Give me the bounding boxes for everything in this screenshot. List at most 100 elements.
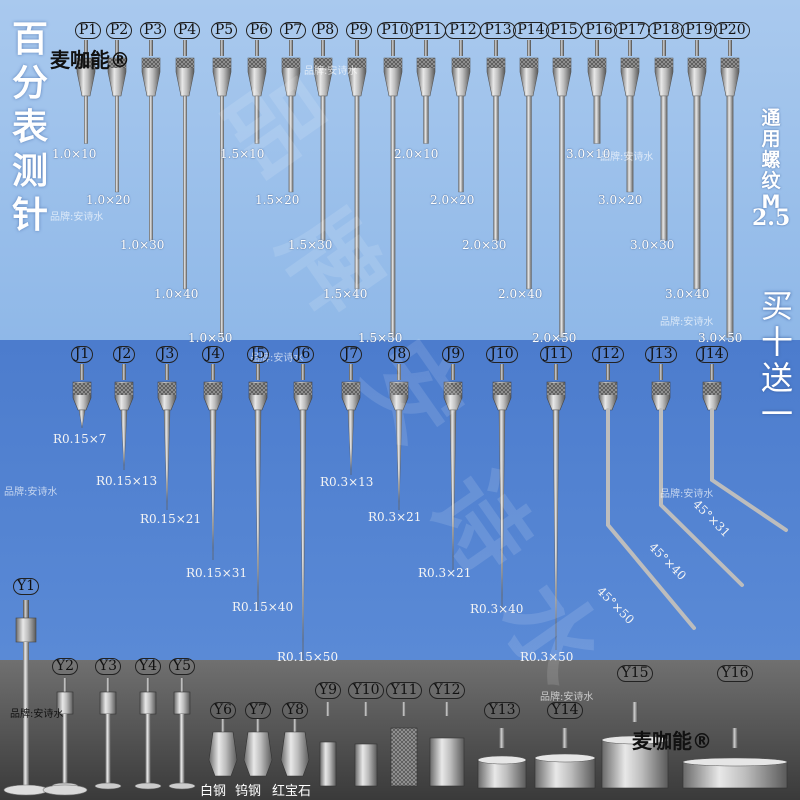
probe-stylus (179, 714, 185, 784)
probe-code-p11: P11 (408, 22, 448, 39)
probe-needle (78, 409, 86, 429)
probe-code-j10-text: J10 (486, 346, 518, 363)
probe-disc (601, 739, 669, 789)
probe-thread (221, 718, 225, 732)
probe-code-p2: P2 (99, 22, 139, 39)
probe-thread (211, 364, 215, 380)
probe-code-j13-text: J13 (645, 346, 677, 363)
probe-thread (146, 678, 150, 692)
probe-code-j9-text: J9 (441, 346, 465, 363)
probe-cylinder (429, 737, 465, 787)
probe-code-p11-text: P11 (410, 22, 446, 39)
probe-stylus (115, 95, 119, 193)
probe-size-label: R0.15×21 (140, 512, 202, 526)
probe-code-y6-text: Y6 (209, 702, 237, 719)
probe-thread (662, 40, 666, 56)
probe-stylus (493, 95, 499, 241)
probe-needle (552, 409, 560, 651)
probe-stylus (320, 95, 326, 241)
probe-disc (3, 784, 49, 796)
brand-mark: 麦咖能® (50, 48, 130, 72)
probe-code-y3-text: Y3 (94, 658, 122, 675)
probe-knurl (621, 58, 639, 68)
probe-cylinder (319, 741, 337, 787)
probe-thread (562, 728, 568, 748)
probe-bullet (208, 731, 238, 777)
probe-thread (606, 364, 610, 380)
probe-needle (449, 409, 457, 571)
probe-knurl (384, 58, 402, 68)
probe-knurl (652, 383, 670, 395)
probe-code-p4-text: P4 (173, 22, 201, 39)
probe-code-y10: Y10 (346, 682, 386, 699)
probe-code-j4: J4 (193, 346, 233, 363)
probe-knurl (520, 58, 538, 68)
probe-needle (163, 409, 171, 511)
probe-code-j8: J8 (379, 346, 419, 363)
probe-size-label: 2.0×10 (394, 147, 439, 161)
probe-knurl (176, 58, 194, 68)
probe-code-y1: Y1 (6, 578, 46, 595)
probe-needle (498, 409, 506, 613)
probe-code-p18: P18 (646, 22, 686, 39)
brand-mark-bottom: 麦咖能® (632, 729, 712, 753)
probe-stylus (145, 714, 151, 784)
probe-code-p9-text: P9 (345, 22, 373, 39)
probe-code-p12-text: P12 (445, 22, 481, 39)
probe-size-label: 2.0×30 (462, 238, 507, 252)
watermark: 品牌:安诗水 (540, 692, 594, 703)
probe-thread (527, 40, 531, 56)
probe-size-label: 3.0×20 (598, 193, 643, 207)
probe-code-y8-text: Y8 (281, 702, 309, 719)
probe-bent-needle (659, 408, 744, 587)
probe-knurl (115, 383, 133, 395)
probe-thread (459, 40, 463, 56)
probe-code-y2-text: Y2 (51, 658, 79, 675)
probe-thread (180, 678, 184, 692)
watermark: 品牌:安诗水 (600, 152, 654, 163)
probe-stylus (183, 95, 187, 290)
probe-code-y14-text: Y14 (547, 702, 583, 719)
probe-knurl (213, 58, 231, 68)
watermark: 品牌:安诗水 (660, 317, 714, 328)
probe-code-p10-text: P10 (377, 22, 413, 39)
probe-knurl (294, 383, 312, 395)
probe-thread (402, 702, 406, 716)
probe-body (139, 691, 157, 715)
probe-code-y2: Y2 (45, 658, 85, 675)
probe-code-j4-text: J4 (201, 346, 225, 363)
probe-code-p13-text: P13 (480, 22, 516, 39)
probe-disc (682, 761, 788, 789)
probe-knurl (588, 58, 606, 68)
watermark: 品牌:安诗水 (50, 212, 104, 223)
probe-size-label: 1.5×50 (358, 331, 403, 345)
probe-size-label: 1.0×20 (86, 193, 131, 207)
probe-size-label: R0.3×50 (520, 650, 574, 664)
probe-thread (23, 600, 29, 630)
probe-needle (254, 409, 262, 611)
probe-knurl (314, 58, 332, 68)
probe-code-j10: J10 (482, 346, 522, 363)
probe-thread (554, 364, 558, 380)
probe-code-p17: P17 (612, 22, 652, 39)
material-label: 钨钢 (235, 784, 262, 799)
probe-code-p20: P20 (712, 22, 752, 39)
probe-code-j5: J5 (238, 346, 278, 363)
probe-stylus (220, 95, 224, 338)
probe-knurl (688, 58, 706, 68)
probe-thread (659, 364, 663, 380)
probe-disc (94, 782, 122, 790)
probe-thread (732, 728, 738, 748)
probe-disc (477, 759, 527, 789)
probe-code-y9-text: Y9 (314, 682, 342, 699)
probe-thread (321, 40, 325, 56)
probe-size-label: 3.0×10 (566, 147, 611, 161)
probe-thread (63, 678, 67, 692)
probe-disc-top (534, 753, 596, 763)
probe-knurl (599, 383, 617, 395)
probe-size-label: 1.5×10 (220, 147, 265, 161)
probe-knurl (248, 58, 266, 68)
probe-code-j2: J2 (104, 346, 144, 363)
probe-thread (149, 40, 153, 56)
